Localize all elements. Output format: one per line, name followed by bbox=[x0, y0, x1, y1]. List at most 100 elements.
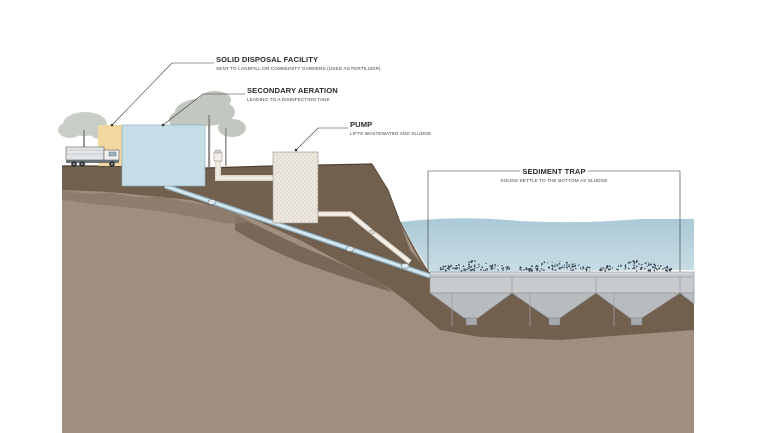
sludge-dot bbox=[654, 267, 656, 270]
sludge-dot bbox=[652, 266, 654, 269]
sludge-dot bbox=[600, 267, 602, 269]
sludge-dot bbox=[468, 265, 470, 267]
sludge-dot bbox=[647, 263, 650, 266]
sludge-dot bbox=[535, 264, 538, 267]
sludge-dot bbox=[568, 264, 570, 266]
sludge-dot bbox=[529, 268, 532, 270]
sludge-dot bbox=[474, 260, 476, 262]
sludge-dot bbox=[508, 267, 510, 269]
sludge-dot bbox=[523, 269, 525, 271]
sludge-dot bbox=[627, 267, 630, 270]
sludge-dot bbox=[657, 269, 659, 271]
soil-ground bbox=[62, 164, 694, 433]
sludge-dot bbox=[606, 265, 609, 267]
sludge-dot bbox=[473, 269, 475, 271]
sludge-dot bbox=[439, 267, 442, 269]
outflow-pipe bbox=[164, 183, 431, 279]
sludge-dot bbox=[502, 269, 504, 272]
sludge-dot bbox=[633, 262, 635, 264]
dark-soil-band bbox=[235, 215, 392, 292]
sludge-dot bbox=[658, 267, 661, 270]
sludge-dot bbox=[554, 265, 556, 267]
sludge-dot bbox=[458, 267, 460, 269]
sludge-dot bbox=[565, 261, 568, 264]
sludge-dot bbox=[624, 264, 627, 266]
sludge-dot bbox=[624, 268, 626, 270]
sludge-dot bbox=[528, 270, 531, 272]
pump-subtitle: LIFTS WASTEWATER AND SLUDGE bbox=[350, 131, 431, 136]
sludge-dot bbox=[486, 269, 488, 271]
sludge-dot bbox=[617, 269, 619, 271]
sludge-dot bbox=[442, 268, 445, 271]
sludge-dot bbox=[571, 263, 574, 266]
sludge-dot bbox=[567, 265, 569, 267]
sludge-dot bbox=[638, 263, 640, 265]
sludge-dot bbox=[567, 264, 569, 266]
sludge-dot bbox=[519, 267, 521, 270]
sludge-dot bbox=[551, 261, 553, 263]
sludge-dot bbox=[447, 267, 450, 270]
sludge-dot bbox=[439, 268, 442, 271]
sludge-dot bbox=[581, 268, 583, 270]
sludge-dot bbox=[536, 267, 539, 270]
sludge-dot bbox=[525, 267, 528, 269]
sludge-dot bbox=[654, 264, 656, 267]
sludge-dot bbox=[616, 268, 618, 270]
sludge-dot bbox=[536, 269, 538, 271]
sludge-dot bbox=[467, 267, 470, 270]
sludge-dot bbox=[565, 266, 567, 268]
sludge-dot bbox=[519, 266, 522, 268]
sludge-dot bbox=[629, 261, 632, 264]
sludge-dot bbox=[449, 269, 451, 271]
sludge-dot bbox=[659, 265, 662, 267]
sludge-dot bbox=[665, 269, 667, 272]
sludge-dot bbox=[644, 267, 646, 270]
sludge-dot bbox=[480, 268, 482, 271]
sludge-dot bbox=[452, 267, 454, 269]
sludge-dot bbox=[450, 264, 453, 267]
sludge-dot bbox=[441, 267, 443, 270]
sludge-dot bbox=[485, 262, 487, 265]
sludge-dot bbox=[648, 262, 650, 264]
sludge-dot bbox=[473, 264, 475, 266]
sludge-dot bbox=[528, 268, 530, 270]
sludge-dot bbox=[583, 267, 585, 269]
sludge-dot bbox=[445, 269, 447, 271]
sludge-dot bbox=[646, 265, 648, 267]
sludge-dot bbox=[551, 267, 554, 270]
sludge-dot bbox=[666, 265, 669, 268]
sludge-dot bbox=[560, 266, 563, 269]
sludge-dot bbox=[553, 269, 555, 271]
sludge-dot bbox=[644, 262, 647, 265]
sludge-dot bbox=[491, 264, 494, 266]
sludge-dot bbox=[570, 267, 572, 270]
sludge-dot bbox=[535, 268, 537, 270]
sludge-dot bbox=[563, 266, 565, 269]
sludge-dot bbox=[547, 262, 549, 264]
sludge-dot bbox=[633, 261, 636, 263]
sludge-dot bbox=[558, 263, 561, 265]
dump-truck-icon bbox=[65, 146, 120, 167]
sludge-dot bbox=[664, 267, 666, 269]
sludge-dot bbox=[562, 265, 564, 267]
sludge-dot bbox=[470, 266, 472, 268]
sludge-dot bbox=[468, 263, 470, 266]
sludge-dot bbox=[662, 268, 664, 270]
sludge-dot bbox=[476, 267, 478, 269]
sludge-dot bbox=[657, 265, 659, 267]
sludge-dot bbox=[609, 268, 611, 271]
sludge-dot bbox=[531, 269, 533, 272]
sludge-dot bbox=[585, 267, 587, 269]
leader-lines bbox=[110, 62, 348, 152]
pump-title: PUMP bbox=[350, 120, 372, 129]
sludge-dot bbox=[585, 268, 588, 271]
sludge-dot bbox=[628, 262, 630, 264]
sludge-dot bbox=[442, 265, 445, 268]
sludge-dot bbox=[457, 264, 460, 266]
sludge-dot bbox=[624, 265, 626, 268]
secondary-aeration-tank bbox=[121, 124, 206, 187]
sludge-dot bbox=[531, 265, 533, 268]
sludge-dot bbox=[473, 265, 476, 268]
sludge-dot bbox=[520, 269, 522, 271]
sludge-dot bbox=[494, 265, 496, 267]
